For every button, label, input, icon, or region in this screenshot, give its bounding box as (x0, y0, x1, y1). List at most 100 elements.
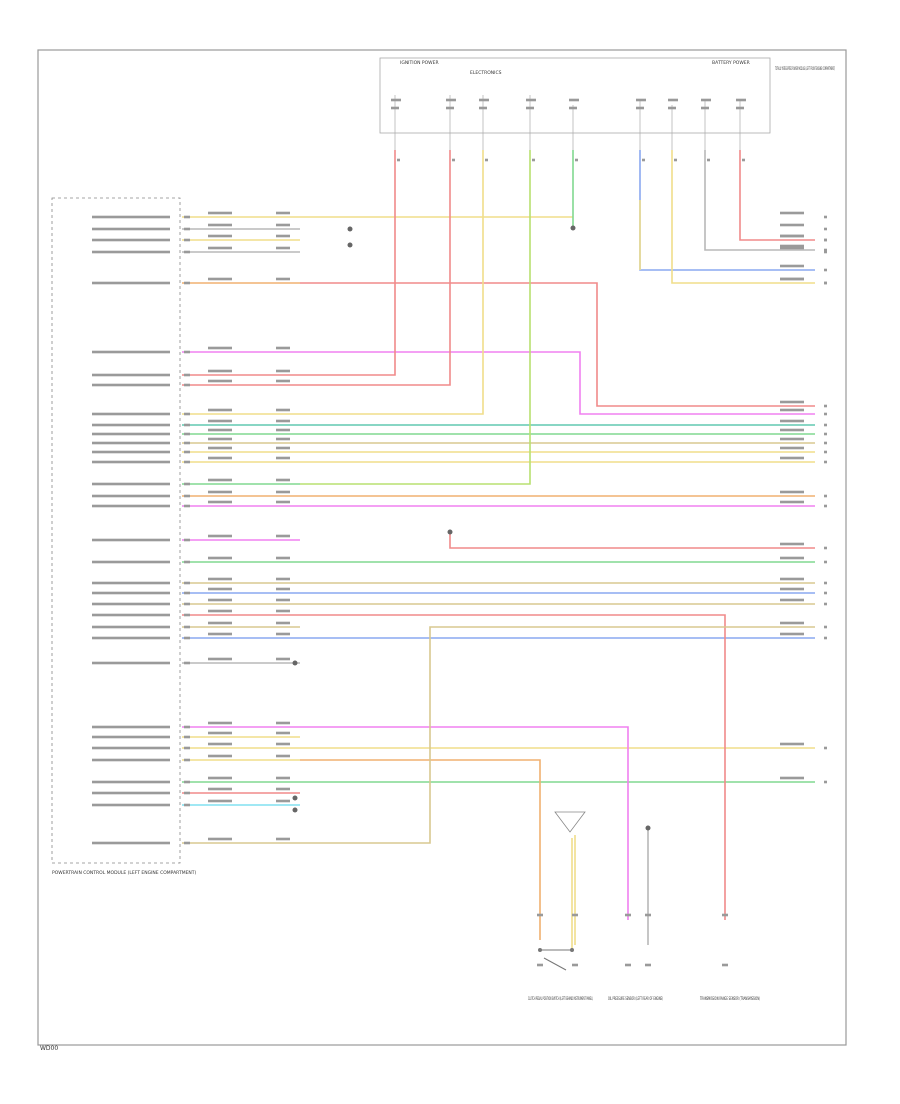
wire-color-label (208, 490, 232, 494)
wire-color-label (208, 428, 232, 432)
circuit-label (276, 446, 290, 450)
pin-number (184, 460, 190, 464)
pin-number (184, 215, 190, 219)
wire-color-label (780, 211, 804, 215)
wire-color-label (397, 158, 400, 162)
fuse-label (391, 106, 399, 110)
wire-color-label (208, 234, 232, 238)
pin-function-label (92, 423, 170, 427)
connector-pin (824, 404, 827, 408)
wire-color-label (780, 277, 804, 281)
pin-number (184, 602, 190, 606)
circuit-label (276, 369, 290, 373)
wire-color-label (532, 158, 535, 162)
wire-color-label (780, 632, 804, 636)
fuse-label (479, 98, 489, 102)
pin-number (184, 450, 190, 454)
pin-function-label (92, 350, 170, 354)
connector-pin (824, 412, 827, 416)
connector-pin (824, 441, 827, 445)
wire-color-label (780, 244, 804, 248)
circuit-label (276, 609, 290, 613)
fuse-label (701, 106, 709, 110)
pin-number (184, 383, 190, 387)
connector-pin (824, 281, 827, 285)
circuit-label (276, 346, 290, 350)
gauge-sensor-wire (300, 726, 629, 920)
wire-color-label (208, 837, 232, 841)
circuit-label (276, 478, 290, 482)
wire-color-label (208, 787, 232, 791)
pin-number (184, 441, 190, 445)
wire-color-label (208, 419, 232, 423)
splice-dot (292, 660, 298, 666)
circuit-label (276, 754, 290, 758)
wire-color-label (208, 478, 232, 482)
fuse-label (526, 98, 536, 102)
connector-pin (824, 581, 827, 585)
pin-number (184, 227, 190, 231)
wire-color-label (780, 621, 804, 625)
connector-pin (824, 460, 827, 464)
splice-dot (645, 825, 651, 831)
feed-wire (300, 150, 396, 376)
battery-feed-wire (671, 150, 815, 284)
circuit-label (276, 837, 290, 841)
circuit-label (276, 277, 290, 281)
pin-number (184, 613, 190, 617)
wire-color-label (208, 609, 232, 613)
wire-color-label (208, 369, 232, 373)
pin-function-label (92, 625, 170, 629)
pin-function-label (92, 602, 170, 606)
circuit-label (276, 787, 290, 791)
pin-number (184, 725, 190, 729)
connector-pin (824, 432, 827, 436)
pin-function-label (92, 450, 170, 454)
clutch-switch-label: CLUTCH PEDAL POSITION SWITCH (LEFT BEHIN… (528, 996, 593, 1001)
pin-label (537, 963, 543, 967)
pin-function-label (92, 412, 170, 416)
fuse-label (569, 98, 579, 102)
circuit-label (276, 577, 290, 581)
splice-dot (347, 226, 353, 232)
fuse-label (736, 98, 746, 102)
wire-color-label (208, 577, 232, 581)
corner-note: TOTALLY INTEGRATED POWER MODULE (LEFT FR… (775, 66, 836, 71)
pin-function-label (92, 383, 170, 387)
fuse-label-right: BATTERY POWER (712, 60, 750, 66)
wire-color-label (208, 500, 232, 504)
pin-function-label (92, 803, 170, 807)
circuit-label (276, 632, 290, 636)
pin-number (184, 625, 190, 629)
pin-number (184, 780, 190, 784)
pin-function-label (92, 560, 170, 564)
circuit-label (276, 621, 290, 625)
wire-color-label (780, 556, 804, 560)
text-layer: WD00 POWERTRAIN CONTROL MODULE (LEFT ENG… (40, 60, 835, 1052)
wire-color-label (780, 234, 804, 238)
fuse-label (391, 98, 401, 102)
connector-pin (824, 636, 827, 640)
pin-label (645, 913, 651, 917)
circuit-label (276, 490, 290, 494)
wire-color-label (780, 400, 804, 404)
circuit-label (276, 456, 290, 460)
pin-number (184, 636, 190, 640)
pin-number (184, 504, 190, 508)
pin-label (645, 963, 651, 967)
fuse-label (446, 106, 454, 110)
battery-feed-wire (639, 150, 815, 271)
circuit-label (276, 721, 290, 725)
splice-dot (292, 795, 298, 801)
wire-color-label (208, 379, 232, 383)
pin-function-label (92, 250, 170, 254)
wire-color-label (780, 587, 804, 591)
pin-function-label (92, 227, 170, 231)
circuit-label (276, 742, 290, 746)
circuit-label (276, 419, 290, 423)
wire-color-label (452, 158, 455, 162)
connector-pin (824, 560, 827, 564)
circuit-label (276, 211, 290, 215)
pin-function-label (92, 238, 170, 242)
connector-pin (824, 625, 827, 629)
